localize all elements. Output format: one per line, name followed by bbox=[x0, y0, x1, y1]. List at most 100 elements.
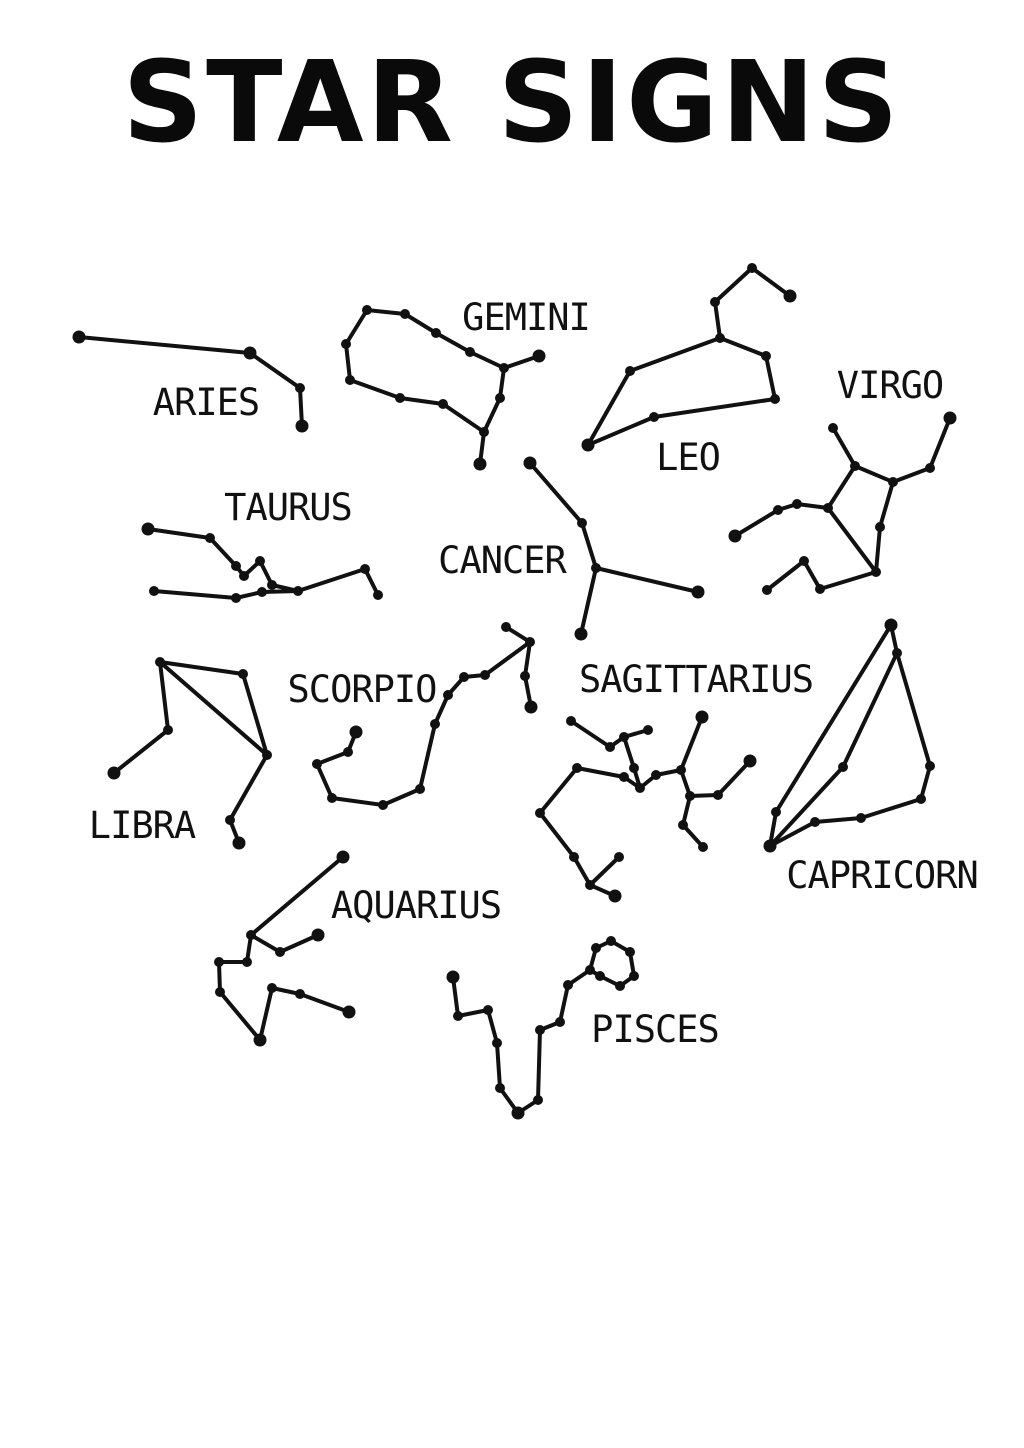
label-aquarius: AQUARIUS bbox=[331, 884, 501, 927]
aries-line bbox=[77, 335, 304, 428]
sagittarius-line bbox=[679, 759, 752, 798]
scorpio-star bbox=[459, 672, 469, 682]
scorpio-star bbox=[443, 690, 453, 700]
virgo-star bbox=[888, 477, 898, 487]
pisces-star bbox=[585, 965, 595, 975]
virgo-star bbox=[871, 567, 881, 577]
pisces-star bbox=[606, 936, 616, 946]
aquarius-star bbox=[214, 957, 224, 967]
taurus-star bbox=[205, 533, 215, 543]
leo-star bbox=[715, 333, 725, 343]
taurus-star bbox=[267, 580, 277, 590]
leo-star bbox=[649, 412, 659, 422]
virgo-star bbox=[828, 423, 838, 433]
gemini-star bbox=[473, 457, 487, 471]
sagittarius-star bbox=[614, 852, 624, 862]
label-sagittarius: SAGITTARIUS bbox=[579, 658, 813, 701]
leo-line bbox=[586, 266, 792, 447]
sagittarius-star bbox=[619, 772, 629, 782]
cancer-star bbox=[591, 563, 601, 573]
sagittarius-star bbox=[678, 820, 688, 830]
libra-star bbox=[262, 750, 272, 760]
gemini-star bbox=[362, 305, 372, 315]
capricorn-line bbox=[768, 651, 932, 848]
pisces-star bbox=[615, 981, 625, 991]
taurus-star bbox=[360, 564, 370, 574]
cancer-line bbox=[594, 566, 700, 594]
virgo-line bbox=[826, 480, 895, 574]
sagittarius-star bbox=[569, 852, 579, 862]
capricorn-star bbox=[763, 839, 777, 853]
scorpio-star bbox=[524, 700, 538, 714]
aquarius-star bbox=[267, 983, 277, 993]
leo-star bbox=[770, 394, 780, 404]
sagittarius-star bbox=[629, 763, 639, 773]
label-gemini: GEMINI bbox=[462, 296, 590, 339]
sagittarius-star bbox=[685, 791, 695, 801]
sagittarius-star bbox=[676, 765, 686, 775]
label-capricorn: CAPRICORN bbox=[786, 854, 977, 897]
aquarius-star bbox=[246, 930, 256, 940]
pisces-star bbox=[535, 1025, 545, 1035]
libra-star bbox=[163, 725, 173, 735]
virgo-line bbox=[733, 416, 952, 538]
cancer-line bbox=[528, 461, 598, 636]
libra-star bbox=[225, 815, 235, 825]
label-taurus: TAURUS bbox=[224, 486, 352, 529]
virgo-star bbox=[823, 503, 833, 513]
taurus-star bbox=[149, 586, 159, 596]
gemini-star bbox=[345, 375, 355, 385]
sagittarius-star bbox=[651, 770, 661, 780]
virgo-star bbox=[792, 499, 802, 509]
gemini-star bbox=[400, 309, 410, 319]
aries-star bbox=[295, 383, 305, 393]
cancer-star bbox=[523, 456, 537, 470]
sagittarius-star bbox=[619, 732, 629, 742]
aquarius-line bbox=[249, 855, 345, 954]
pisces-star bbox=[595, 971, 605, 981]
sagittarius-line bbox=[588, 855, 621, 887]
capricorn-star bbox=[810, 817, 820, 827]
virgo-line bbox=[831, 426, 857, 468]
scorpio-star bbox=[501, 622, 511, 632]
capricorn-star bbox=[884, 618, 898, 632]
label-pisces: PISCES bbox=[591, 1008, 719, 1051]
taurus-line bbox=[152, 589, 300, 600]
sagittarius-star bbox=[743, 754, 757, 768]
aquarius-star bbox=[253, 1033, 267, 1047]
leo-star bbox=[747, 263, 757, 273]
sagittarius-star bbox=[566, 716, 576, 726]
libra-star bbox=[107, 766, 121, 780]
label-aries: ARIES bbox=[153, 381, 259, 424]
sagittarius-star bbox=[635, 783, 645, 793]
virgo-star bbox=[773, 505, 783, 515]
gemini-star bbox=[431, 328, 441, 338]
sagittarius-star bbox=[643, 725, 653, 735]
virgo-line bbox=[765, 559, 878, 592]
gemini-star bbox=[438, 399, 448, 409]
scorpio-star bbox=[430, 719, 440, 729]
sagittarius-star bbox=[713, 790, 723, 800]
scorpio-star bbox=[378, 800, 388, 810]
scorpio-star bbox=[415, 784, 425, 794]
pisces-star bbox=[511, 1106, 525, 1120]
libra-star bbox=[155, 657, 165, 667]
scorpio-star bbox=[480, 670, 490, 680]
taurus-star bbox=[141, 522, 155, 536]
cancer-star bbox=[577, 518, 587, 528]
gemini-star bbox=[499, 363, 509, 373]
scorpio-star bbox=[312, 759, 322, 769]
sagittarius-star bbox=[585, 880, 595, 890]
aries-star bbox=[243, 346, 257, 360]
libra-line bbox=[158, 660, 269, 757]
aquarius-star bbox=[311, 928, 325, 942]
gemini-star bbox=[479, 427, 489, 437]
leo-star bbox=[581, 438, 595, 452]
sagittarius-line bbox=[569, 719, 650, 749]
leo-star bbox=[783, 289, 797, 303]
label-leo: LEO bbox=[656, 436, 720, 479]
label-scorpio: SCORPIO bbox=[288, 668, 437, 711]
pisces-star bbox=[625, 947, 635, 957]
label-libra: LIBRA bbox=[89, 804, 196, 847]
